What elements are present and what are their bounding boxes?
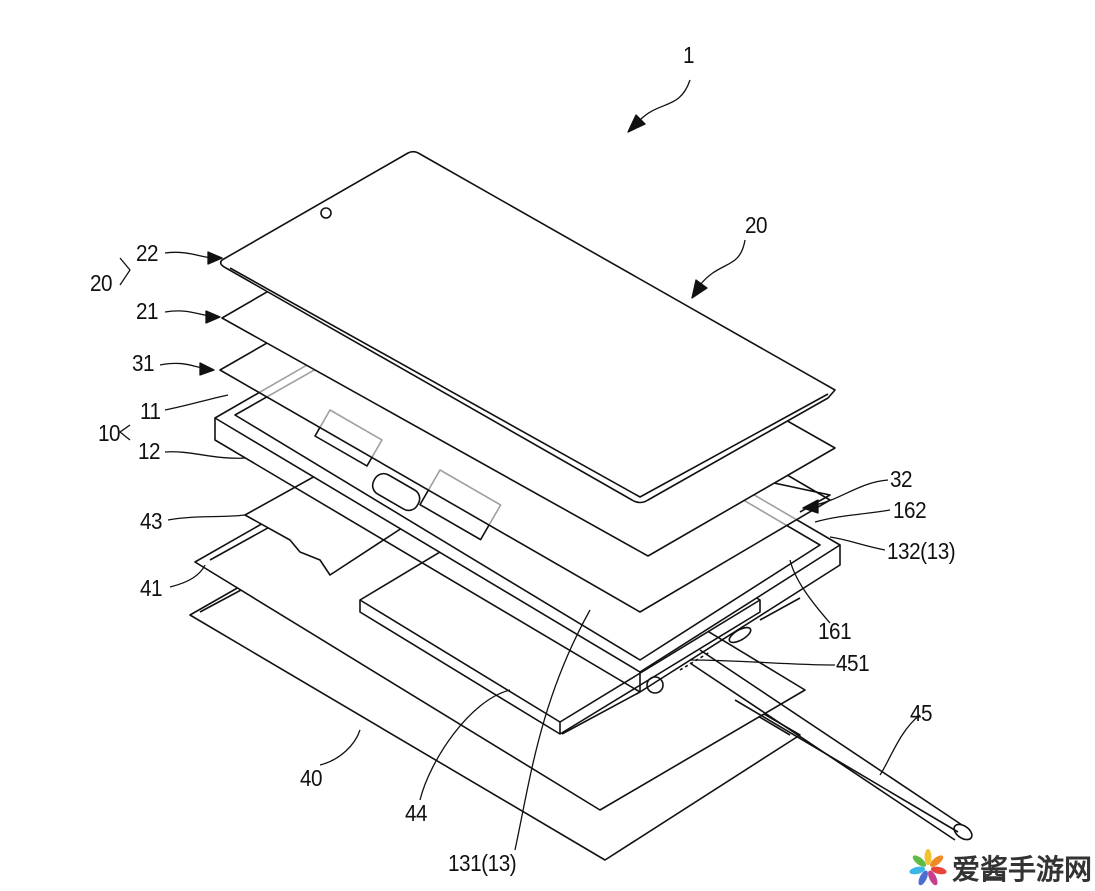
label-44: 44	[405, 800, 428, 826]
label-43: 43	[140, 508, 163, 534]
label-161: 161	[818, 618, 852, 644]
watermark-text: 爱酱手游网	[952, 853, 1093, 886]
label-132-13: 132(13)	[887, 538, 956, 564]
window-shape	[219, 150, 836, 504]
label-32: 32	[890, 466, 913, 492]
pinwheel-logo-icon	[909, 849, 947, 886]
label-131-13: 131(13)	[448, 850, 517, 876]
label-22: 22	[136, 240, 159, 266]
logo-petal	[928, 870, 938, 886]
logo-petal	[930, 866, 947, 875]
logo-petal	[929, 855, 944, 867]
leader-lines	[119, 79, 921, 851]
label-20-left: 20	[90, 270, 113, 296]
watermark: 爱酱手游网	[908, 848, 1092, 888]
label-31: 31	[132, 350, 155, 376]
label-1: 1	[683, 42, 695, 68]
label-12: 12	[138, 438, 161, 464]
label-451: 451	[836, 650, 870, 676]
label-40: 40	[300, 765, 323, 791]
label-21: 21	[136, 298, 159, 324]
logo-petal	[918, 870, 928, 886]
logo-petal	[912, 855, 927, 867]
logo-petal	[909, 866, 926, 875]
label-11: 11	[140, 398, 161, 424]
stylus-shape	[689, 649, 973, 841]
label-45: 45	[910, 700, 933, 726]
label-10: 10	[98, 420, 121, 446]
label-20-top: 20	[745, 212, 768, 238]
label-162: 162	[893, 497, 927, 523]
logo-petal	[924, 849, 932, 865]
label-41: 41	[140, 575, 163, 601]
